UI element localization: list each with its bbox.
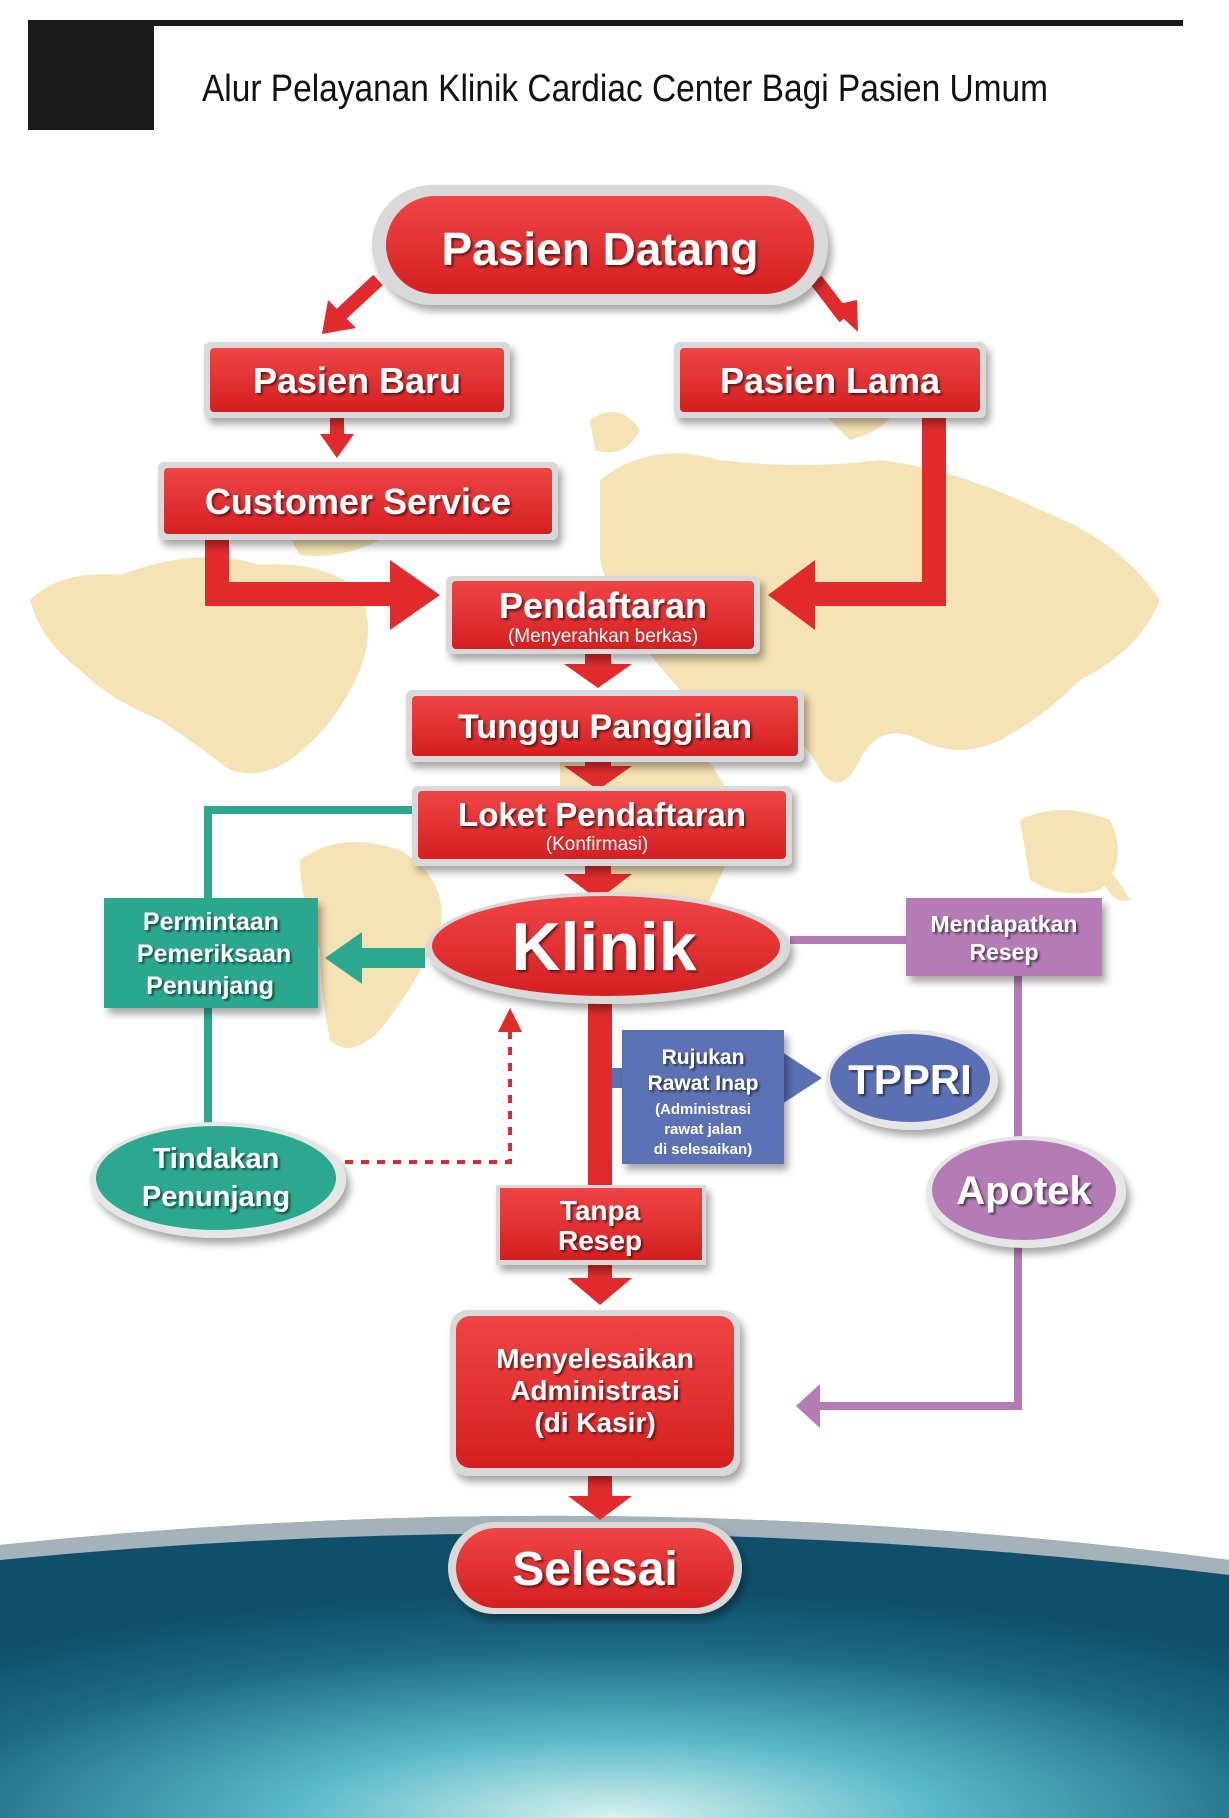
- node-menyelesaikan-line3: (di Kasir): [534, 1407, 655, 1438]
- node-pasien-datang-label: Pasien Datang: [442, 223, 759, 275]
- node-customer-service-label: Customer Service: [205, 481, 511, 522]
- arrow-dotted-to-klinik: [498, 1008, 522, 1032]
- node-pasien-baru-label: Pasien Baru: [253, 360, 461, 401]
- node-menyelesaikan-administrasi: Menyelesaikan Administrasi (di Kasir): [450, 1310, 740, 1476]
- arrow-to-pasien-baru: [322, 300, 356, 334]
- node-menyelesaikan-line2: Administrasi: [510, 1375, 680, 1406]
- arrow-to-menyelesaikan: [568, 1278, 632, 1305]
- node-selesai-label: Selesai: [512, 1543, 677, 1596]
- arrow-to-klinik: [564, 874, 632, 900]
- node-permintaan-line2: Pemeriksaan: [137, 940, 291, 968]
- arrow-to-pasien-lama: [830, 300, 858, 332]
- node-tunggu-panggilan: Tunggu Panggilan: [406, 690, 804, 762]
- node-rujukan-rawat-inap: Rujukan Rawat Inap (Administrasi rawat j…: [622, 1030, 784, 1164]
- arrow-apotek-to-kasir: [796, 1384, 820, 1428]
- header-block: [28, 20, 154, 130]
- node-tindakan-line2: Penunjang: [142, 1181, 290, 1213]
- node-permintaan-pemeriksaan: Permintaan Pemeriksaan Penunjang: [104, 898, 318, 1008]
- node-tanpa-line1: Tanpa: [560, 1195, 641, 1226]
- node-rujukan-line2: Rawat Inap: [648, 1072, 759, 1095]
- node-rujukan-sub1: (Administrasi: [655, 1101, 751, 1118]
- node-pendaftaran-label: Pendaftaran: [499, 585, 707, 626]
- node-selesai: Selesai: [448, 1522, 742, 1614]
- node-tunggu-panggilan-label: Tunggu Panggilan: [458, 708, 752, 746]
- node-tanpa-line2: Resep: [558, 1225, 642, 1256]
- node-loket-sub: (Konfirmasi): [546, 834, 648, 855]
- node-menyelesaikan-line1: Menyelesaikan: [496, 1343, 694, 1374]
- node-pasien-lama: Pasien Lama: [674, 342, 986, 418]
- node-tanpa-resep: Tanpa Resep: [496, 1185, 706, 1265]
- arrow-to-tunggu: [564, 664, 632, 688]
- node-mendapatkan-line2: Resep: [969, 939, 1038, 965]
- arrow-to-loket: [564, 766, 632, 790]
- node-pasien-baru: Pasien Baru: [204, 342, 510, 418]
- node-pendaftaran: Pendaftaran (Menyerahkan berkas): [446, 576, 760, 654]
- node-rujukan-sub3: di selesaikan): [654, 1141, 752, 1158]
- node-pasien-lama-label: Pasien Lama: [720, 360, 941, 401]
- header: Alur Pelayanan Klinik Cardiac Center Bag…: [28, 20, 1183, 130]
- node-tindakan-penunjang: Tindakan Penunjang: [90, 1122, 346, 1238]
- node-pasien-datang: Pasien Datang: [372, 185, 828, 305]
- arrow-to-pendaftaran-left: [390, 560, 440, 630]
- node-apotek: Apotek: [926, 1136, 1126, 1248]
- node-customer-service: Customer Service: [158, 462, 558, 540]
- node-klinik: Klinik: [426, 892, 790, 1004]
- node-permintaan-line1: Permintaan: [143, 908, 279, 936]
- node-klinik-label: Klinik: [511, 909, 696, 985]
- node-tppri-label: TPPRI: [848, 1056, 972, 1103]
- arrow-to-tppri: [782, 1052, 822, 1104]
- page-title: Alur Pelayanan Klinik Cardiac Center Bag…: [202, 68, 1048, 110]
- node-loket-pendaftaran-label: Loket Pendaftaran: [458, 796, 746, 833]
- node-mendapatkan-resep: Mendapatkan Resep: [906, 898, 1102, 976]
- node-tppri: TPPRI: [826, 1030, 998, 1130]
- header-top-rule: [28, 20, 1183, 26]
- node-permintaan-line3: Penunjang: [146, 972, 274, 1000]
- node-loket-pendaftaran: Loket Pendaftaran (Konfirmasi): [412, 786, 792, 866]
- node-rujukan-sub2: rawat jalan: [664, 1121, 742, 1138]
- arrow-to-permintaan: [325, 932, 362, 984]
- background-footer: [0, 1515, 1229, 1818]
- node-tindakan-line1: Tindakan: [153, 1143, 280, 1175]
- arrow-to-customer-service: [320, 434, 354, 458]
- node-mendapatkan-line1: Mendapatkan: [931, 911, 1078, 937]
- node-apotek-label: Apotek: [956, 1169, 1092, 1213]
- arrow-to-selesai: [568, 1496, 632, 1520]
- node-rujukan-line1: Rujukan: [662, 1046, 745, 1069]
- arrow-to-pendaftaran-right: [768, 560, 815, 630]
- node-pendaftaran-sub: (Menyerahkan berkas): [508, 626, 698, 647]
